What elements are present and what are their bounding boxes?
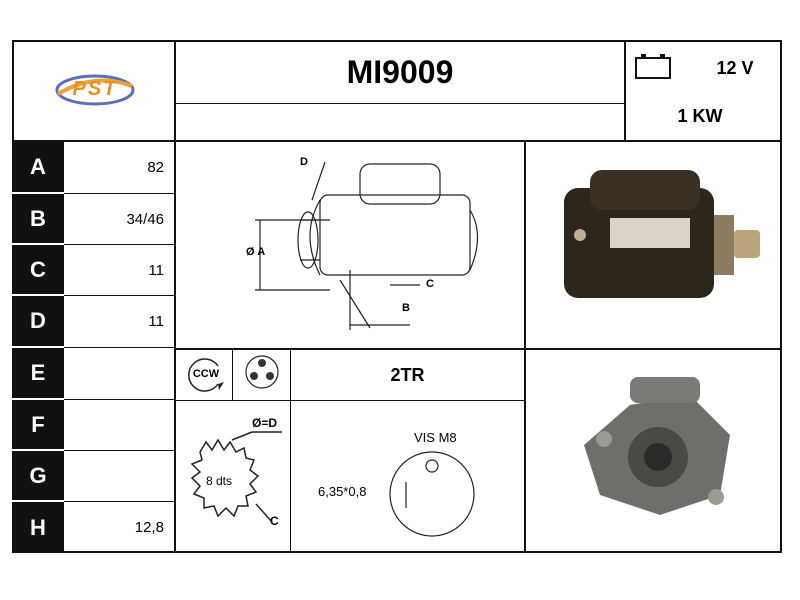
col-divider	[174, 140, 176, 553]
pst-logo: PST	[50, 66, 140, 112]
spec-letter: E	[12, 348, 64, 400]
pinion-gear-drawing: 8 dts Ø=D C	[182, 412, 288, 542]
thread-dimension: 6,35*0,8	[318, 484, 367, 499]
voltage-value: 12 V	[716, 57, 754, 78]
diagram-label-c: C	[426, 278, 434, 290]
diagram-label-a: Ø A	[246, 246, 266, 258]
rotation-code: 2TR	[390, 364, 425, 385]
col-divider-right	[524, 140, 526, 553]
spec-value	[64, 451, 174, 502]
rotation-row-divider	[174, 400, 524, 401]
spec-letter: D	[12, 296, 64, 348]
pins-divider	[290, 348, 291, 553]
spec-value: 11	[64, 296, 174, 348]
voltage-divider	[624, 40, 626, 140]
part-number-title: MI9009	[346, 53, 454, 90]
starter-photo-side	[550, 160, 770, 310]
ccw-rotation-icon: CCW	[184, 356, 228, 394]
spec-value	[64, 348, 174, 400]
spec-letter: C	[12, 245, 64, 296]
header-divider	[12, 140, 782, 142]
pinion-diameter: Ø=D	[252, 416, 278, 430]
pinion-teeth: 8 dts	[206, 474, 233, 488]
ccw-divider	[232, 348, 233, 400]
spec-letter: H	[12, 502, 64, 553]
spec-value: 34/46	[64, 194, 174, 245]
ccw-label: CCW	[192, 368, 220, 380]
terminal-pins-icon	[244, 354, 280, 390]
spec-letter: G	[12, 451, 64, 502]
spec-letter: F	[12, 400, 64, 451]
title-underline	[174, 103, 624, 104]
spec-value	[64, 400, 174, 451]
battery-icon	[634, 52, 674, 80]
spec-letter: B	[12, 194, 64, 245]
mount-drawing: VIS M8 6,35*0,8	[300, 420, 520, 545]
power-value: 1 KW	[677, 105, 723, 126]
pinion-c-label: C	[270, 514, 279, 528]
spec-value: 11	[64, 245, 174, 296]
diagram-label-d: D	[300, 156, 308, 168]
spec-value: 82	[64, 142, 174, 194]
screw-spec: VIS M8	[414, 430, 457, 445]
spec-value: 12,8	[134, 519, 164, 536]
spec-letter: A	[12, 142, 64, 194]
logo-text: PST	[72, 77, 118, 100]
row-divider	[174, 348, 782, 350]
logo-divider	[174, 40, 176, 140]
diagram-label-b: B	[402, 302, 410, 314]
starter-photo-front	[570, 365, 760, 545]
starter-drawing: D Ø A C B	[240, 150, 510, 340]
